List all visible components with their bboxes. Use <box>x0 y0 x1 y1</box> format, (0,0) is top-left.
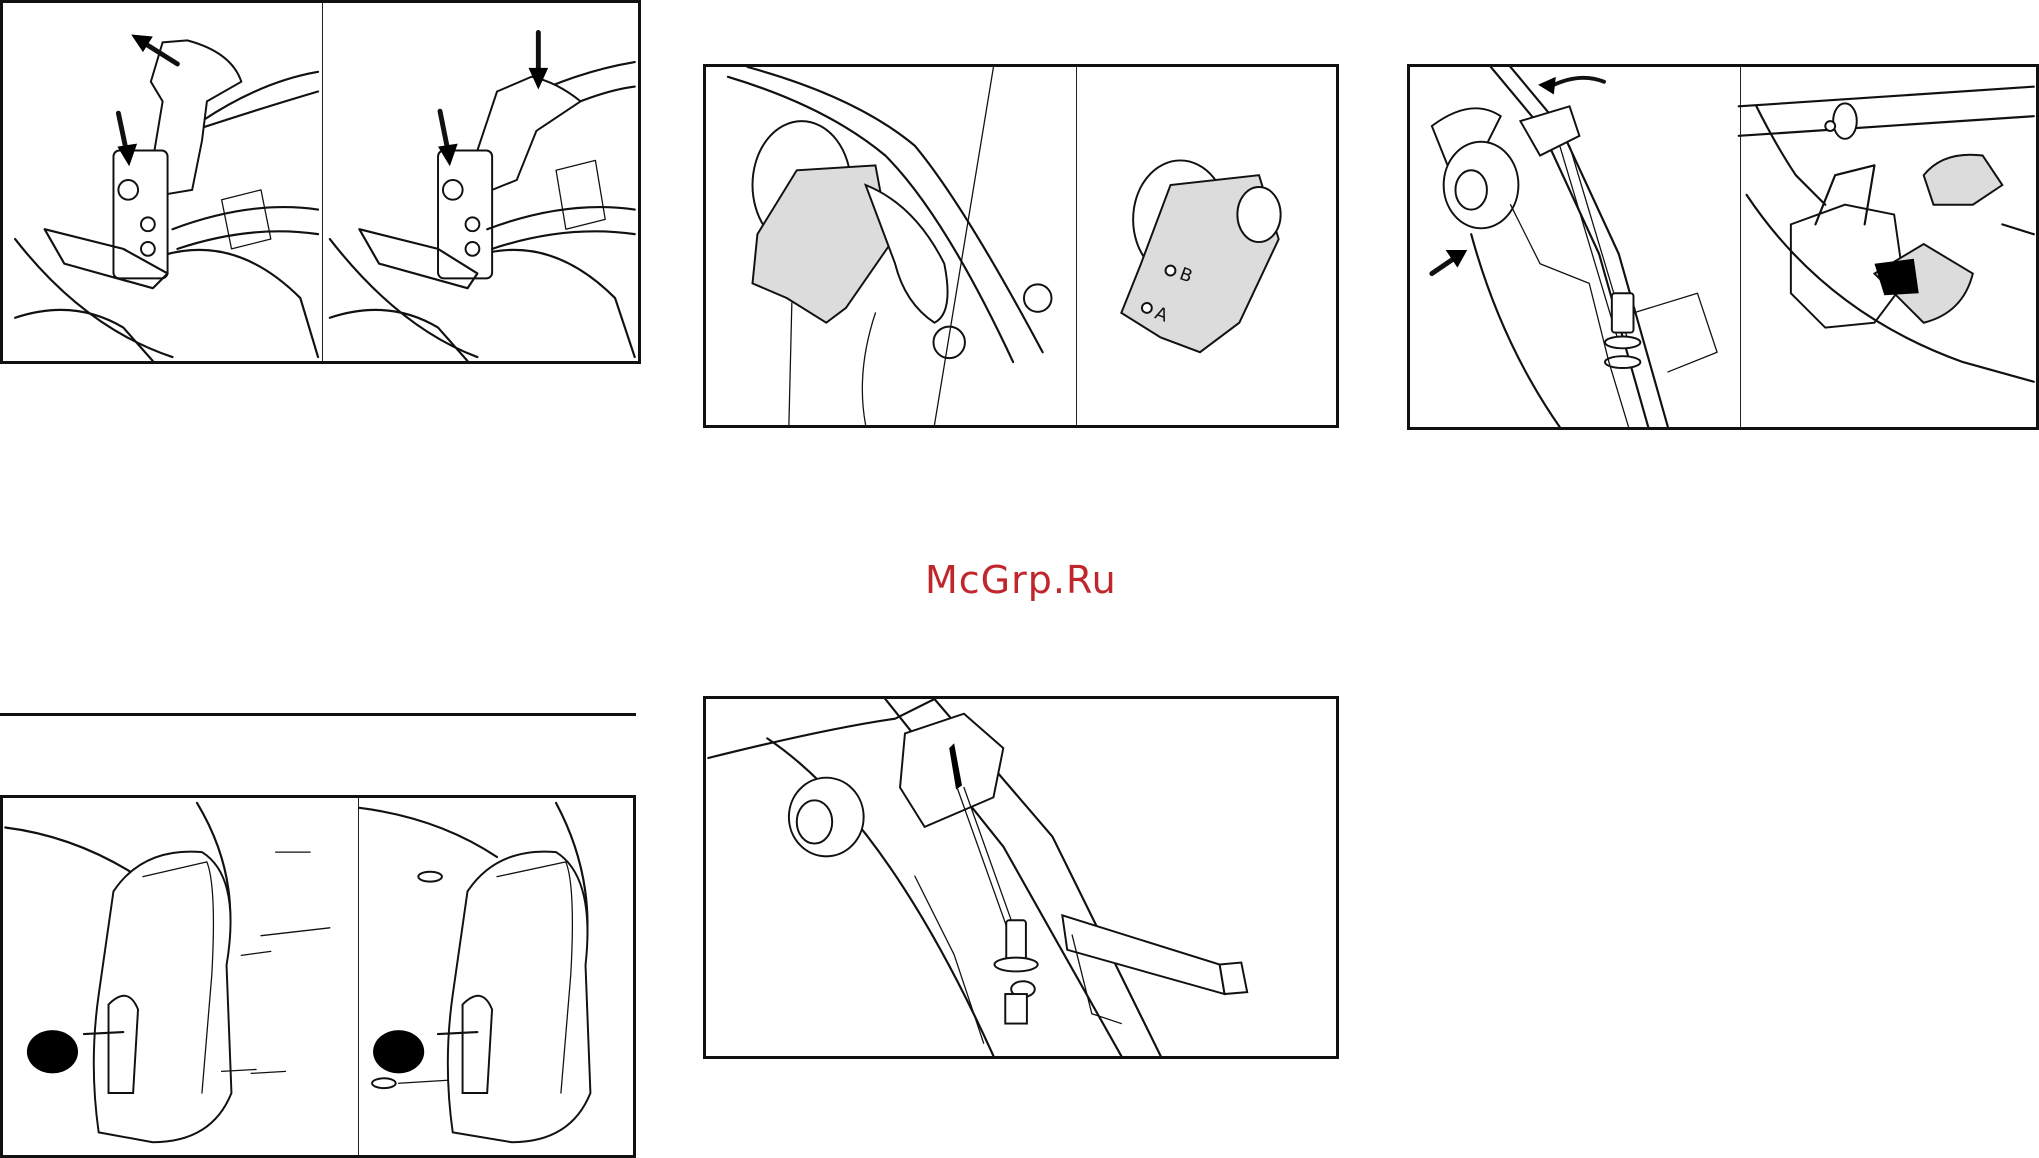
figure-cover <box>0 795 636 1158</box>
figure-cable-adjust <box>1407 64 2039 430</box>
figure-lever <box>0 0 641 364</box>
lever-illustration <box>3 3 638 361</box>
bracket-illustration: B A <box>706 67 1336 425</box>
section-rule <box>0 713 636 716</box>
cover-illustration <box>3 798 633 1155</box>
figure-bracket: B A <box>703 64 1339 428</box>
cable-adjust-illustration <box>1410 67 2036 427</box>
watermark: McGrp.Ru <box>925 558 1117 602</box>
figure-cable-bottom <box>703 696 1339 1059</box>
cable-bottom-illustration <box>706 699 1336 1056</box>
